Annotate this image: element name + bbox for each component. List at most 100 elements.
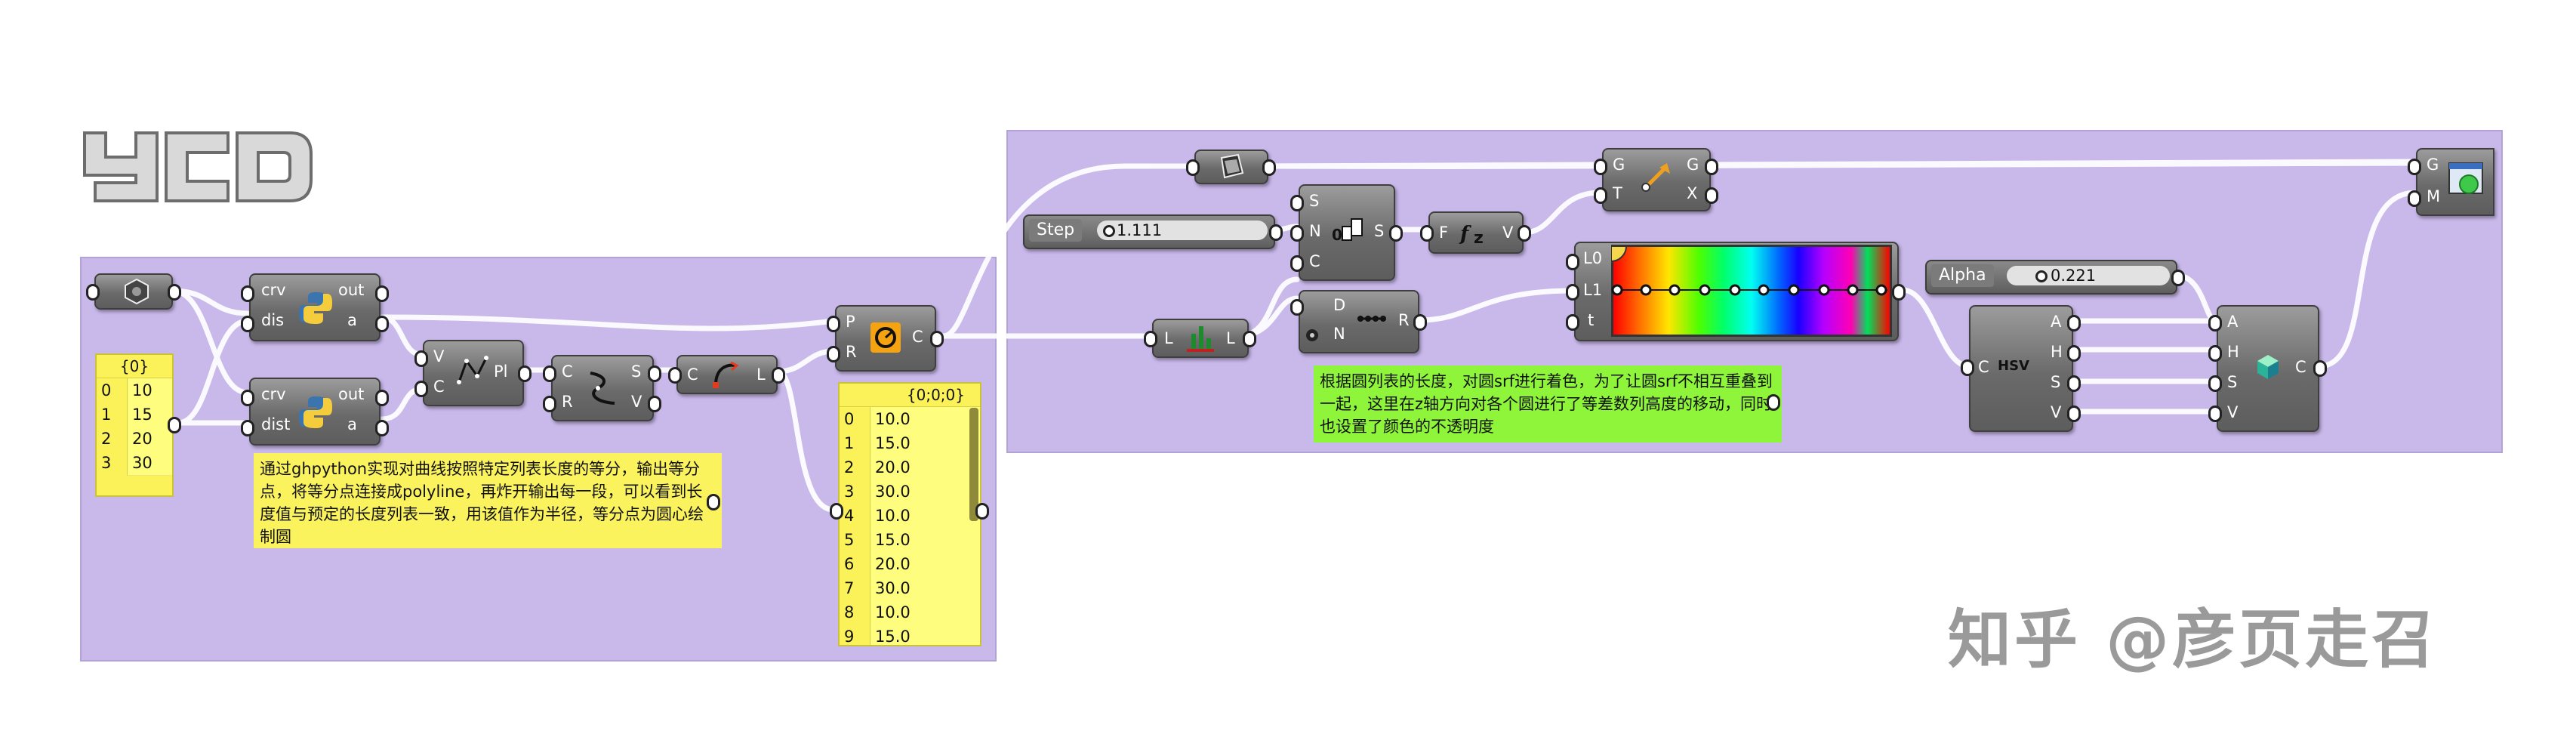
- output-grip[interactable]: [1705, 159, 1718, 175]
- input-grip[interactable]: [1290, 255, 1304, 272]
- input-grip[interactable]: [827, 316, 840, 332]
- slider-knob[interactable]: [1103, 225, 1115, 237]
- input-grip[interactable]: [2408, 190, 2421, 207]
- input-grip[interactable]: [1420, 225, 1434, 242]
- output-grip[interactable]: [1243, 331, 1256, 347]
- input-grip[interactable]: [543, 365, 556, 382]
- circle-component[interactable]: P R C: [835, 305, 936, 372]
- output-grip[interactable]: [168, 284, 181, 301]
- output-grip[interactable]: [1269, 224, 1283, 241]
- output-grip[interactable]: [707, 494, 720, 510]
- output-grip[interactable]: [1892, 284, 1906, 301]
- input-grip[interactable]: [2408, 159, 2421, 175]
- polyline-component[interactable]: V C Pl: [423, 340, 524, 406]
- input-grip[interactable]: [1290, 195, 1304, 211]
- ghpython-component-2[interactable]: crv dist out a: [249, 378, 381, 446]
- input-grip[interactable]: [86, 284, 100, 301]
- panel-scrollbar[interactable]: [969, 408, 978, 521]
- input-grip[interactable]: [2208, 315, 2222, 332]
- output-grip[interactable]: [975, 503, 989, 520]
- output-label-v: V: [2051, 403, 2062, 421]
- input-label-n: N: [1333, 325, 1345, 343]
- input-grip[interactable]: [1594, 187, 1607, 204]
- output-grip[interactable]: [375, 390, 389, 406]
- output-label-a: a: [347, 415, 357, 433]
- input-grip[interactable]: [1566, 254, 1579, 270]
- slider-knob[interactable]: [2035, 270, 2048, 282]
- output-grip[interactable]: [1413, 314, 1427, 331]
- input-grip[interactable]: [1144, 331, 1157, 347]
- input-label-d: D: [1333, 296, 1346, 314]
- output-grip[interactable]: [518, 365, 532, 382]
- custom-preview-component[interactable]: G M: [2416, 148, 2494, 216]
- input-label-crv: crv: [261, 281, 286, 299]
- input-grip[interactable]: [827, 346, 840, 362]
- ghpython-component-1[interactable]: crv dis out a: [249, 273, 381, 341]
- output-grip[interactable]: [648, 365, 661, 382]
- input-grip[interactable]: [1290, 299, 1304, 316]
- input-grip[interactable]: [414, 350, 428, 367]
- move-component[interactable]: G T G X: [1602, 148, 1711, 211]
- output-grip[interactable]: [1389, 225, 1403, 242]
- slider-value: 1.111: [1117, 221, 1163, 239]
- shatter-component[interactable]: C R S V: [551, 355, 654, 421]
- brep-parameter[interactable]: [1194, 150, 1268, 184]
- output-grip[interactable]: [2067, 315, 2081, 332]
- curve-parameter[interactable]: [94, 273, 173, 310]
- input-grip[interactable]: [1961, 359, 1974, 376]
- step-slider[interactable]: Step 1.111: [1023, 214, 1275, 249]
- input-grip[interactable]: [1594, 159, 1607, 175]
- input-grip[interactable]: [241, 316, 254, 332]
- output-grip[interactable]: [772, 367, 785, 384]
- input-grip[interactable]: [1566, 314, 1579, 331]
- alpha-slider[interactable]: Alpha 0.221: [1925, 260, 2177, 295]
- input-grip[interactable]: [1566, 284, 1579, 301]
- range-component[interactable]: D N R: [1299, 290, 1419, 353]
- note-left: 通过ghpython实现对曲线按照特定列表长度的等分，输出等分点，将等分点连接成…: [254, 453, 722, 548]
- output-grip[interactable]: [1767, 394, 1780, 411]
- slider-track[interactable]: 1.111: [1097, 221, 1268, 240]
- output-grip[interactable]: [2313, 360, 2327, 377]
- slider-track[interactable]: 0.221: [2007, 266, 2170, 285]
- input-grip[interactable]: [2208, 406, 2222, 422]
- series-component[interactable]: S N C S 0: [1299, 184, 1395, 281]
- output-label-c: C: [912, 328, 923, 346]
- input-grip[interactable]: [414, 381, 428, 397]
- ahsv-component[interactable]: C HSV A H S V: [1969, 305, 2073, 432]
- input-label-c: C: [1978, 358, 1989, 376]
- output-grip[interactable]: [648, 396, 661, 412]
- output-label-out: out: [338, 385, 365, 403]
- output-grip[interactable]: [375, 420, 389, 436]
- preview-icon: [2448, 162, 2483, 194]
- output-grip[interactable]: [375, 316, 389, 332]
- input-grip[interactable]: [2208, 375, 2222, 392]
- output-grip[interactable]: [2067, 345, 2081, 362]
- list-length-component[interactable]: L L: [1152, 319, 1249, 358]
- output-grip[interactable]: [1518, 225, 1531, 242]
- input-grip[interactable]: [2208, 345, 2222, 362]
- polyline-icon: [457, 356, 488, 384]
- output-grip[interactable]: [1262, 159, 1276, 176]
- input-grip[interactable]: [543, 396, 556, 412]
- input-grip[interactable]: [241, 420, 254, 436]
- input-grip[interactable]: [241, 390, 254, 406]
- input-grip[interactable]: [830, 503, 843, 520]
- length-component[interactable]: C L: [676, 355, 778, 394]
- output-grip[interactable]: [1705, 187, 1718, 204]
- output-grip[interactable]: [2067, 406, 2081, 422]
- output-grip[interactable]: [2171, 270, 2185, 286]
- input-grip[interactable]: [668, 367, 682, 384]
- output-grip[interactable]: [375, 285, 389, 302]
- input-grip[interactable]: [1290, 225, 1304, 242]
- output-grip[interactable]: [168, 417, 181, 433]
- input-grip[interactable]: [241, 285, 254, 302]
- output-grip[interactable]: [930, 331, 944, 347]
- colour-component[interactable]: A H S V C: [2217, 305, 2319, 432]
- input-grip[interactable]: [1186, 159, 1200, 176]
- output-grip[interactable]: [2067, 375, 2081, 392]
